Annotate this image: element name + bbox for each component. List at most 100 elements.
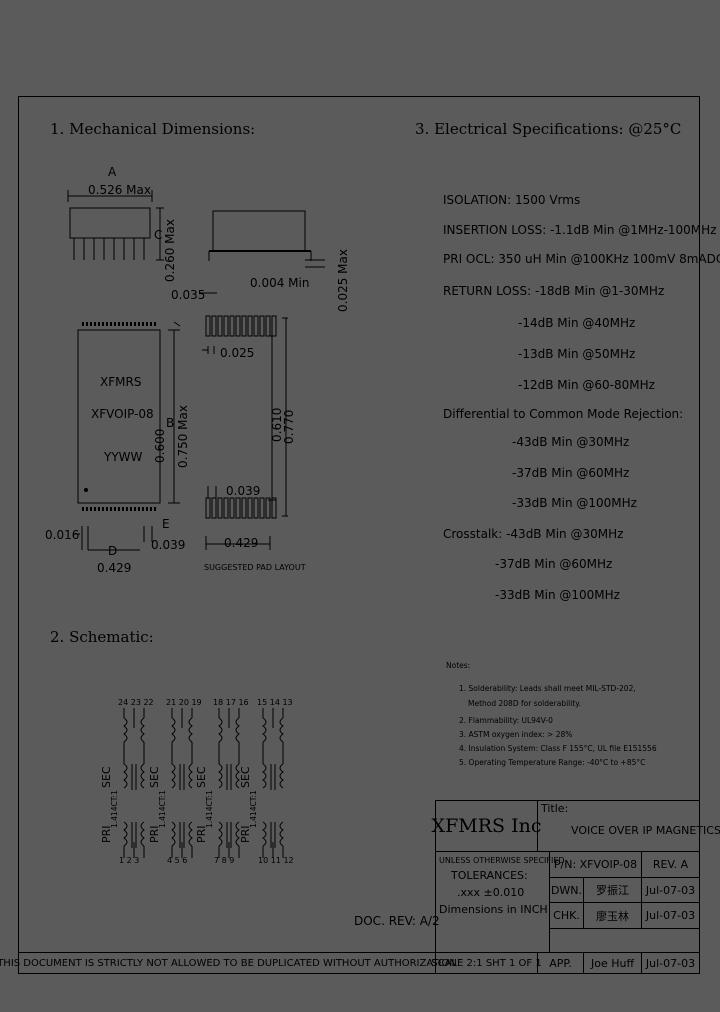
note-5: 5. Operating Temperature Range: -40°C to… <box>459 758 646 767</box>
dwn-name: 罗振江 <box>583 877 642 903</box>
turns-ratio: 1.414CT:1 <box>249 790 258 828</box>
solder-pad <box>223 315 229 337</box>
schematic-heading: 2. Schematic: <box>50 628 154 646</box>
electrical-heading: 3. Electrical Specifications: @25°C <box>415 120 682 138</box>
solder-pad <box>265 497 271 519</box>
pins-bottom: 1 2 3 <box>119 856 140 865</box>
solder-pad <box>241 315 247 337</box>
disclaimer-text: THIS DOCUMENT IS STRICTLY NOT ALLOWED TO… <box>0 957 457 969</box>
spec-return-loss-3: -13dB Min @50MHz <box>518 347 636 361</box>
solder-pad <box>259 497 265 519</box>
dim-0004: 0.004 Min <box>250 276 310 290</box>
chk-date: Jul-07-03 <box>641 902 700 929</box>
dim-c-value: 0.260 Max <box>163 219 177 282</box>
sec-label: SEC <box>239 766 252 788</box>
spec-return-loss-2: -14dB Min @40MHz <box>518 316 636 330</box>
pins-bottom: 4 5 6 <box>167 856 188 865</box>
spec-cmr-title: Differential to Common Mode Rejection: <box>443 407 684 421</box>
solder-pad <box>271 497 277 519</box>
spec-crosstalk-2: -37dB Min @60MHz <box>495 557 613 571</box>
pn-cell: P/N: XFVOIP-08 <box>549 851 642 878</box>
dwn-label: DWN. <box>549 877 584 903</box>
pins-bottom: 7 8 9 <box>214 856 235 865</box>
solder-pad <box>229 497 235 519</box>
unless-text: UNLESS OTHERWISE SPECIFIED <box>439 856 565 865</box>
pad-layout-drawing <box>202 315 288 550</box>
bottom-dims-drawing <box>74 526 153 551</box>
solder-pad <box>211 315 217 337</box>
solder-pad <box>205 497 211 519</box>
solder-pad <box>259 315 265 337</box>
pad-0770: 0.770 <box>282 409 296 444</box>
spec-return-loss-4: -12dB Min @60-80MHz <box>518 378 655 392</box>
pins-bottom: 10 11 12 <box>258 856 294 865</box>
spec-cmr-3: -33dB Min @100MHz <box>512 496 637 510</box>
solder-pad <box>211 497 217 519</box>
pins-top: 24 23 22 <box>118 698 154 707</box>
title-block: XFMRS Inc Title: VOICE OVER IP MAGNETICS… <box>431 800 720 974</box>
dim-0025max: 0.025 Max <box>336 249 350 312</box>
doc-rev: DOC. REV: A/2 <box>354 914 440 928</box>
solder-pad <box>265 315 271 337</box>
sec-label: SEC <box>148 766 161 788</box>
turns-ratio: 1.414CT:1 <box>110 790 119 828</box>
note-4: 4. Insulation System: Class F 155°C, UL … <box>459 744 657 753</box>
dim-0750: 0.750 Max <box>176 405 190 468</box>
side-view-drawing <box>67 190 164 261</box>
spec-cmr-1: -43dB Min @30MHz <box>512 435 630 449</box>
dim-0035: 0.035 <box>171 288 206 302</box>
spec-isolation: ISOLATION: 1500 Vrms <box>443 193 581 207</box>
dwn-date: Jul-07-03 <box>641 877 700 903</box>
spec-pri-ocl: PRI OCL: 350 uH Min @100KHz 100mV 8mADC <box>443 252 720 266</box>
mechanical-heading: 1. Mechanical Dimensions: <box>50 120 256 138</box>
pri-label: PRI <box>148 825 161 843</box>
solder-pad <box>247 497 253 519</box>
dim-0600: 0.600 <box>153 428 167 463</box>
pad-0025: 0.025 <box>220 346 255 360</box>
dim-e-label: E <box>162 517 170 531</box>
pri-label: PRI <box>195 825 208 843</box>
pins-top: 15 14 13 <box>257 698 293 707</box>
transformer-symbol <box>171 708 193 858</box>
spec-crosstalk: Crosstalk: -43dB Min @30MHz <box>443 527 624 541</box>
transformer-symbol <box>262 708 284 858</box>
pad-0039: 0.039 <box>226 484 261 498</box>
spec-cmr-2: -37dB Min @60MHz <box>512 466 630 480</box>
dim-0016: 0.016 <box>45 528 80 542</box>
dim-c-label: C <box>154 228 163 242</box>
chk-label: CHK. <box>549 902 584 929</box>
solder-pad <box>241 497 247 519</box>
pins-top: 21 20 19 <box>166 698 202 707</box>
spec-return-loss: RETURN LOSS: -18dB Min @1-30MHz <box>443 284 665 298</box>
note-2: 2. Flammability: UL94V-0 <box>459 716 553 725</box>
note-1b: Method 208D for solderability. <box>468 699 582 708</box>
transformer-symbol <box>123 708 145 858</box>
note-3: 3. ASTM oxygen index: > 28% <box>459 730 573 739</box>
sec-label: SEC <box>100 766 113 788</box>
company-name: XFMRS Inc <box>432 800 541 852</box>
app-date: Jul-07-03 <box>641 952 700 974</box>
dim-a-label: A <box>108 165 117 179</box>
solder-pad <box>235 315 241 337</box>
note-1: 1. Solderability: Leads shall meet MIL-S… <box>459 684 636 693</box>
app-label: APP. <box>537 952 584 974</box>
dim-a-value: 0.526 Max <box>88 183 151 197</box>
transformer-symbol <box>218 708 240 858</box>
pri-label: PRI <box>239 825 252 843</box>
solder-pad <box>217 315 223 337</box>
spec-insertion-loss: INSERTION LOSS: -1.1dB Min @1MHz-100MHz <box>443 223 717 237</box>
solder-pad <box>271 315 277 337</box>
package-top-view <box>77 321 181 511</box>
tolerance-value: .xxx ±0.010 <box>457 886 525 899</box>
chip-brand: XFMRS <box>100 375 142 389</box>
solder-pad <box>205 315 211 337</box>
pad-0429: 0.429 <box>224 536 259 550</box>
spec-crosstalk-3: -33dB Min @100MHz <box>495 588 620 602</box>
dim-d-label: D <box>108 544 118 558</box>
profile-drawing <box>200 210 325 294</box>
solder-pad <box>229 315 235 337</box>
chk-name: 廖玉林 <box>583 902 642 929</box>
solder-pad <box>217 497 223 519</box>
disclaimer-bar: THIS DOCUMENT IS STRICTLY NOT ALLOWED TO… <box>0 952 457 974</box>
turns-ratio: 1.414CT:1 <box>205 790 214 828</box>
